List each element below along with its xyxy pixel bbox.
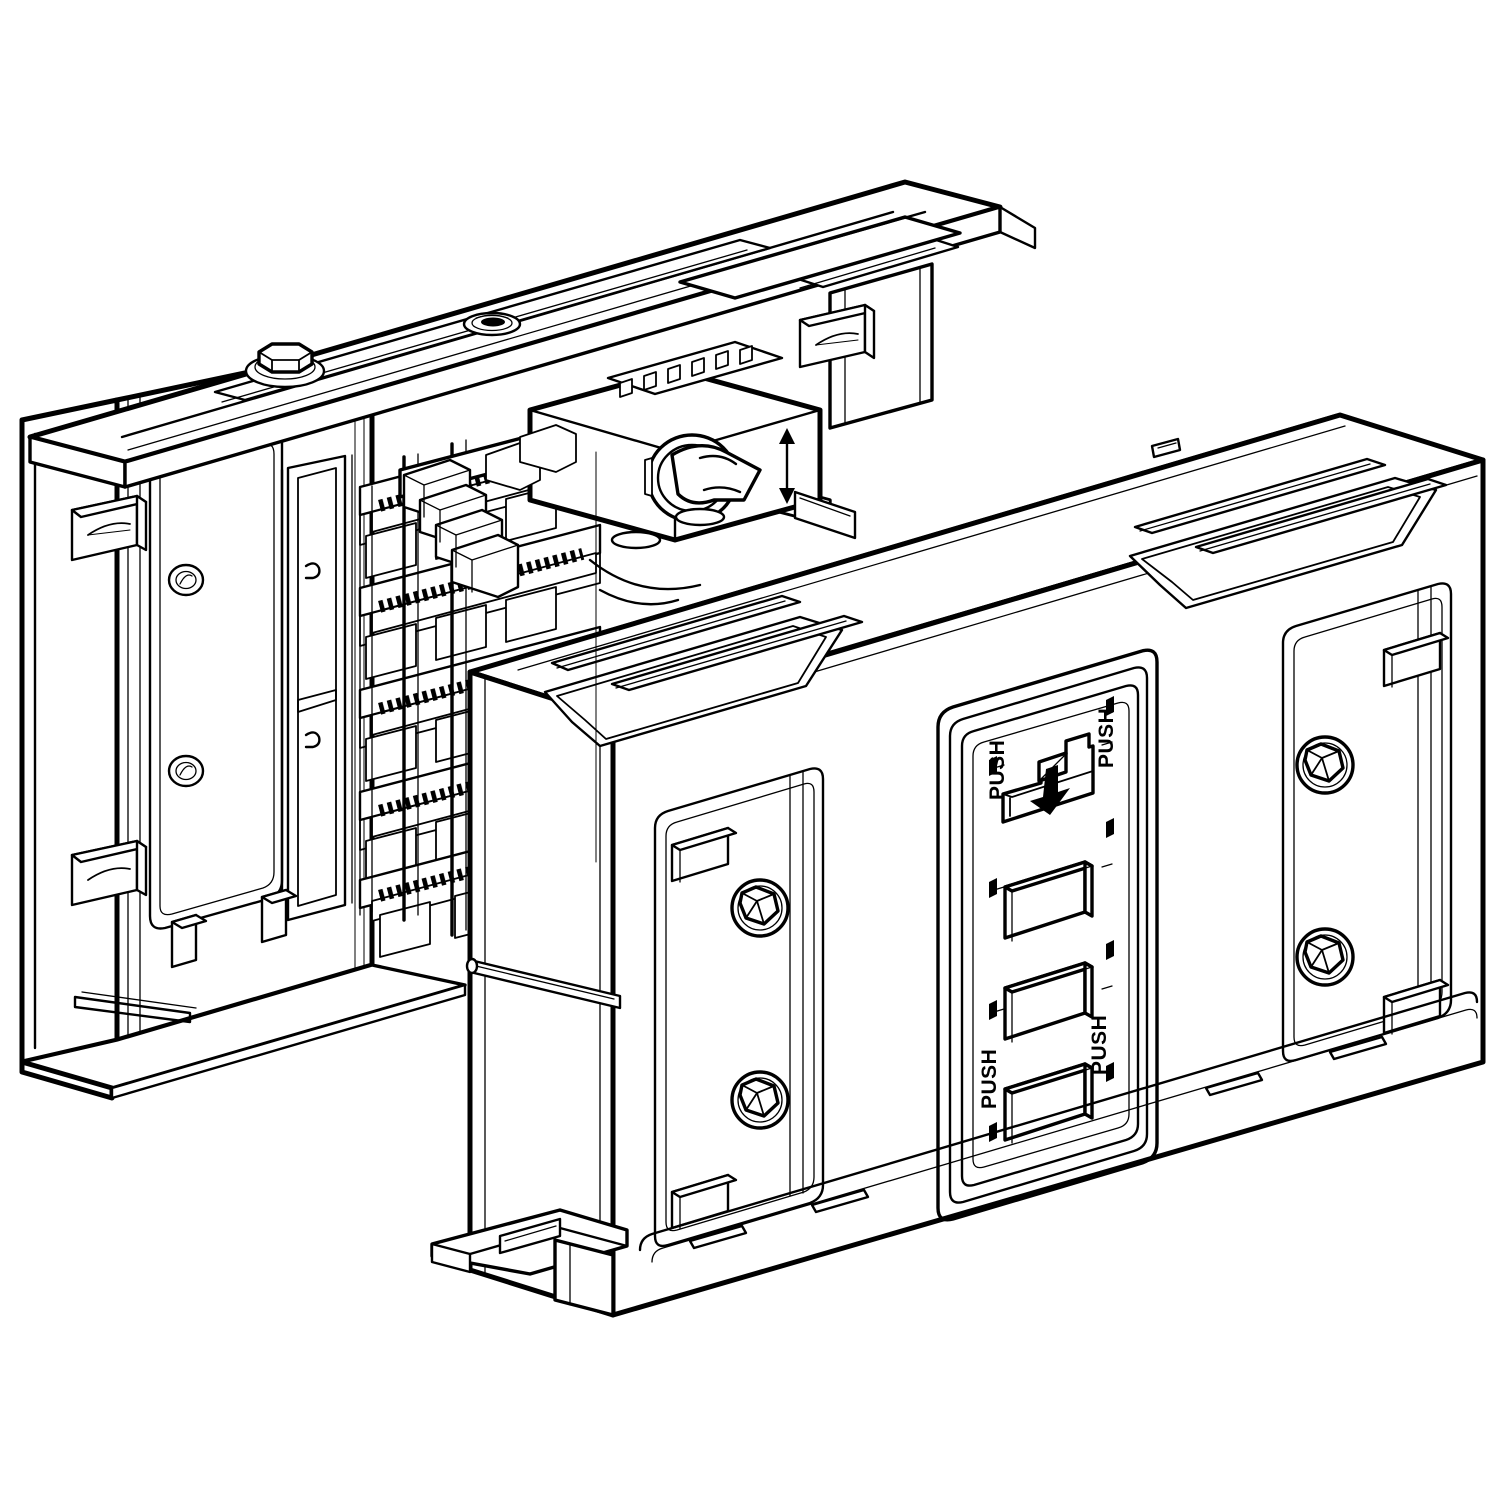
bottom-rail-tab-1 [688, 1224, 748, 1250]
bolt-bracket-left [653, 767, 825, 1248]
hex-bolt-bracket-right-upper [1295, 735, 1355, 795]
cam-lock-top-comb [619, 345, 753, 398]
rail-countersunk-hole [462, 311, 522, 337]
cam-lobe [670, 444, 762, 505]
frame-left-outer-wall [19, 397, 120, 1065]
cam-stop-pin [644, 457, 653, 497]
push-window-1 [1003, 860, 1094, 942]
push-down-arrow-glyph [1030, 765, 1070, 815]
cam-lower-contour [588, 558, 702, 591]
push-label-bottom-right: PUSH [1088, 1015, 1111, 1075]
foot-plate-riser [553, 1238, 615, 1317]
bottom-rail-tab-4 [1328, 1035, 1388, 1061]
top-mounting-rail [27, 179, 1037, 489]
cam-right-bracket-line [799, 497, 851, 517]
rail-right-post [828, 262, 934, 430]
push-panel-frame-3 [960, 684, 1140, 1187]
direction-arrow-indicator [779, 428, 795, 504]
cam-right-bracket [793, 490, 857, 540]
cam-lock-mechanism[interactable] [398, 340, 857, 606]
rail-upper-second-line [698, 210, 927, 278]
frame-inner-channel [280, 454, 353, 922]
housing-bottom-foot-plate [430, 1208, 629, 1317]
push-label-panel[interactable]: PUSH PUSH PUSH PUSH [936, 648, 1159, 1222]
flange-slot-rail-line [81, 991, 197, 1009]
cam-base-slot-1 [674, 507, 726, 527]
housing-top-tab-line [1157, 442, 1177, 449]
push-rail-tick-r2 [1101, 863, 1113, 868]
housing-bottom-rail [638, 991, 1479, 1263]
push-panel-frame-4 [972, 701, 1130, 1169]
push-panel-outer-frame [936, 648, 1159, 1222]
flange-rib-2 [260, 888, 298, 944]
push-label-bottom-left: PUSH [978, 1049, 1001, 1109]
bottom-flange-plate-left [19, 888, 467, 1101]
housing-top-bevel-2 [517, 425, 1346, 671]
hex-bolt-bracket-left-lower [730, 1070, 790, 1130]
push-rail-tick-r1 [1101, 741, 1113, 746]
bottom-rail-tab-3 [1204, 1071, 1264, 1097]
screw-hole-lower-left [167, 754, 205, 788]
push-frame-arrow-markers [989, 696, 1114, 1142]
push-label-top-right: PUSH [1095, 708, 1118, 768]
latch-clip-top-left[interactable] [70, 494, 148, 562]
cam-base-slot-2 [610, 530, 662, 550]
latch-clip-bottom-left[interactable] [70, 839, 148, 907]
screw-hole-upper-left [167, 563, 205, 597]
hex-bolt-rail [244, 342, 326, 389]
rear-rail-details [359, 451, 597, 916]
push-rail-tick-r3 [1101, 985, 1113, 990]
housing-top-bevel-1 [498, 413, 1338, 664]
rail-strip-right-line [799, 247, 936, 289]
cam-lower-contour-2 [598, 588, 680, 606]
handle-recess-top-right[interactable] [1128, 457, 1448, 610]
foot-plate-slot [498, 1217, 562, 1255]
rail-right-end-line [999, 206, 1036, 229]
hex-bolt-bracket-right-lower [1295, 927, 1355, 987]
flange-front-edge [110, 983, 467, 1100]
handle-recess-top-left[interactable] [543, 594, 864, 748]
cam-upper-block-2 [519, 424, 577, 473]
hex-bolt-bracket-left-upper [730, 878, 790, 938]
flange-rib-1 [170, 913, 208, 969]
cam-lock-contact-fingers [402, 458, 520, 599]
push-arrow-icon [1001, 732, 1095, 824]
main-housing: PUSH PUSH PUSH PUSH [430, 412, 1486, 1318]
push-window-2 [1003, 961, 1094, 1043]
push-panel-frame-2 [948, 666, 1149, 1204]
push-window-3 [1003, 1062, 1094, 1144]
bottom-rail-tab-2 [810, 1188, 870, 1214]
flange-slot-rail [73, 995, 192, 1024]
bolt-bracket-right [1281, 582, 1453, 1063]
lower-connecting-shaft [465, 957, 622, 1010]
latch-clip-right-post[interactable] [798, 303, 876, 369]
push-label-top-left: PUSH [986, 740, 1009, 800]
